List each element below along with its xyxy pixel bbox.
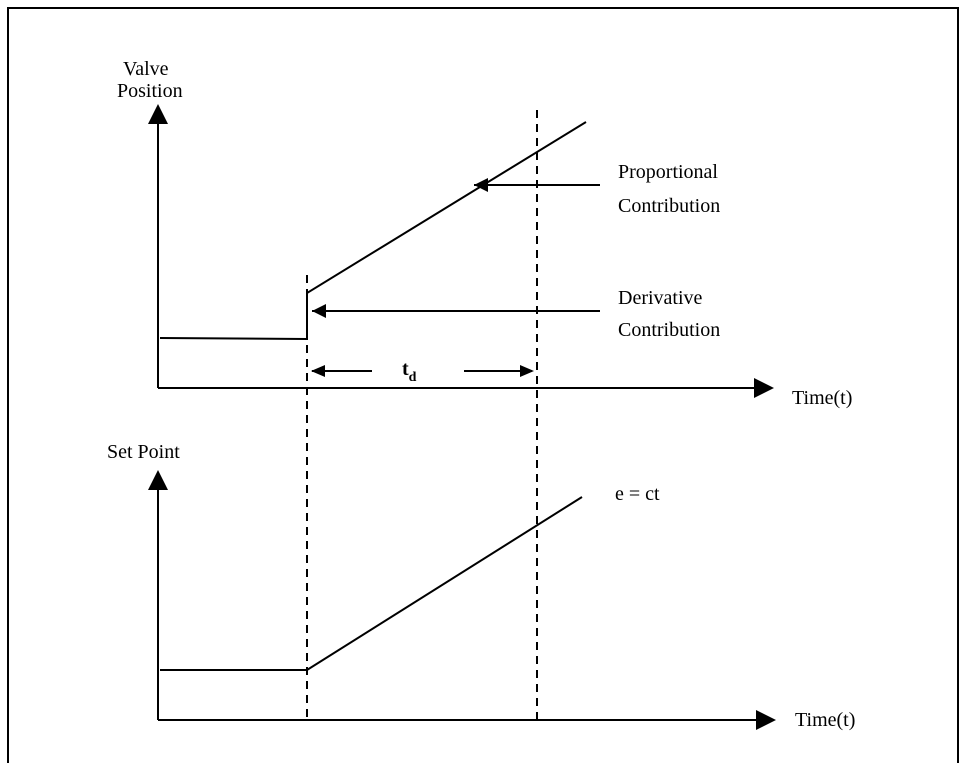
proportional-label-line1: Proportional bbox=[618, 161, 718, 183]
top-x-axis-label: Time(t) bbox=[792, 387, 852, 409]
bottom-y-axis-label: Set Point bbox=[107, 441, 180, 463]
valve-position-curve bbox=[159, 121, 587, 341]
set-point-curve bbox=[160, 496, 583, 671]
td-symbol: t bbox=[402, 358, 409, 380]
td-left-arrowhead bbox=[311, 365, 325, 377]
td-label: td bbox=[402, 358, 417, 385]
derivative-arrowhead bbox=[312, 304, 326, 318]
top-y-axis-arrowhead bbox=[148, 104, 168, 124]
proportional-arrowhead bbox=[474, 178, 488, 192]
td-right-arrowhead bbox=[520, 365, 534, 377]
derivative-label-line2: Contribution bbox=[618, 319, 720, 341]
top-y-axis-label-line1: Valve bbox=[123, 58, 169, 80]
td-subscript: d bbox=[409, 370, 417, 385]
diagram-frame bbox=[7, 7, 959, 763]
proportional-label-line2: Contribution bbox=[618, 195, 720, 217]
bottom-x-axis-label: Time(t) bbox=[795, 709, 855, 731]
bottom-x-axis-arrowhead bbox=[756, 710, 776, 730]
ramp-label: e = ct bbox=[615, 483, 660, 505]
top-x-axis-arrowhead bbox=[754, 378, 774, 398]
top-y-axis-label-line2: Position bbox=[117, 80, 183, 102]
bottom-y-axis-arrowhead bbox=[148, 470, 168, 490]
derivative-label-line1: Derivative bbox=[618, 287, 703, 309]
